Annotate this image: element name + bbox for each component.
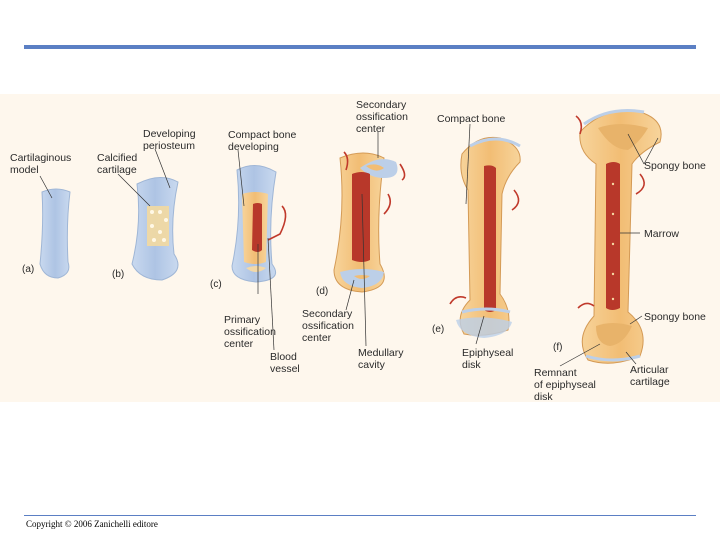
top-rule — [24, 45, 696, 49]
bone-stage-f — [575, 109, 662, 364]
label-secondary-ossification-center-top: Secondary ossification center — [356, 99, 411, 135]
bone-stage-b — [131, 177, 179, 281]
label-primary-ossification-center: Primary ossification center — [224, 314, 279, 350]
leader-lines — [39, 123, 659, 367]
label-articular-cartilage: Articular cartilage — [630, 364, 671, 388]
bone-stage-d — [333, 151, 406, 293]
label-compact-bone-developing: Compact bone developing — [228, 129, 299, 153]
label-spongy-bone-bottom: Spongy bone — [644, 311, 706, 323]
bottom-rule — [24, 515, 696, 516]
panel-label-b: (b) — [112, 269, 124, 280]
label-calcified-cartilage: Calcified cartilage — [97, 152, 140, 176]
panel-label-c: (c) — [210, 279, 222, 290]
label-developing-periosteum: Developing periosteum — [143, 128, 198, 152]
copyright-notice: Copyright © 2006 Zanichelli editore — [26, 519, 158, 529]
label-spongy-bone-top: Spongy bone — [644, 160, 706, 172]
bone-stage-e — [449, 136, 521, 338]
panel-label-f: (f) — [553, 342, 562, 353]
bone-development-figure: (a) (b) (c) (d) (e) (f) Cartilaginous mo… — [0, 94, 720, 402]
label-cartilaginous-model: Cartilaginous model — [10, 152, 74, 176]
label-blood-vessel: Blood vessel — [270, 351, 300, 375]
label-remnant-epiphyseal-disk: Remnant of epiphyseal disk — [534, 367, 599, 402]
label-medullary-cavity: Medullary cavity — [358, 347, 406, 371]
bone-stage-a — [39, 188, 71, 279]
label-marrow: Marrow — [644, 228, 679, 240]
label-epiphyseal-disk: Epiphyseal disk — [462, 347, 516, 371]
panel-label-a: (a) — [22, 264, 34, 275]
panel-label-e: (e) — [432, 324, 444, 335]
panel-label-d: (d) — [316, 286, 328, 297]
label-secondary-ossification-center-bottom: Secondary ossification center — [302, 308, 357, 344]
label-compact-bone: Compact bone — [437, 113, 505, 125]
